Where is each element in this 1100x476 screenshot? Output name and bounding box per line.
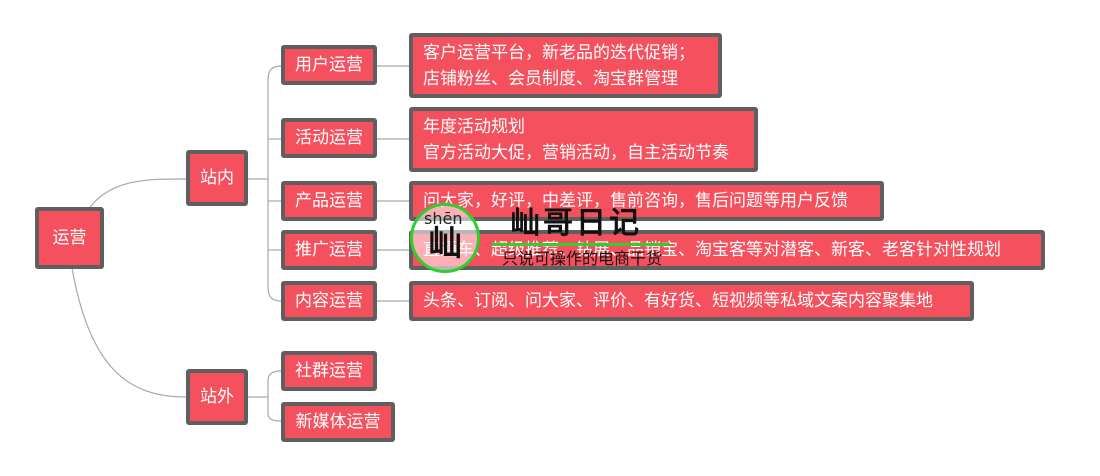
group-node-outer[interactable]: 站外 [186,369,248,425]
watermark-glyph: 屾 [428,224,462,264]
link-root-inner [87,178,187,211]
category-node-promo-ops[interactable]: 推广运营 [281,230,377,270]
detail-node-activity-ops[interactable]: 年度活动规划 官方活动大促，营销活动，自主活动节奏 [409,107,758,172]
root-node[interactable]: 运营 [35,207,104,269]
link-root-outer [71,267,187,398]
detail-line: 年度活动规划 [423,116,525,137]
group-node-label: 站内 [200,168,234,188]
category-node-user-ops[interactable]: 用户运营 [281,45,377,85]
detail-node-product-ops[interactable]: 问大家，好评，中差评，售前咨询，售后问题等用户反馈 [409,181,884,221]
category-label: 新媒体运营 [295,412,381,432]
group-node-inner[interactable]: 站内 [186,150,248,206]
detail-line: 问大家，好评，中差评，售前咨询，售后问题等用户反馈 [423,191,848,211]
watermark-title: 屾哥日记 [510,206,642,241]
watermark-pinyin: shēn [424,209,463,228]
watermark-underline [492,243,670,246]
link-inner-branches [267,65,282,302]
category-label: 产品运营 [295,191,363,211]
category-node-product-ops[interactable]: 产品运营 [281,181,377,221]
detail-line: 官方活动大促，营销活动，自主活动节奏 [423,142,729,163]
detail-line: 客户运营平台，新老品的迭代促销； [423,42,695,63]
category-node-activity-ops[interactable]: 活动运营 [281,118,377,158]
category-node-content-ops[interactable]: 内容运营 [281,281,377,321]
root-node-label: 运营 [52,228,87,248]
detail-line: 头条、订阅、问大家、评价、有好货、短视频等私域文案内容聚集地 [423,291,933,311]
category-node-community-ops[interactable]: 社群运营 [281,351,377,391]
watermark-logo-ring [410,203,480,273]
category-label: 用户运营 [295,55,363,75]
detail-node-content-ops[interactable]: 头条、订阅、问大家、评价、有好货、短视频等私域文案内容聚集地 [409,281,974,321]
link-outer-branches [267,370,282,422]
group-node-label: 站外 [200,387,234,407]
detail-node-user-ops[interactable]: 客户运营平台，新老品的迭代促销； 店铺粉丝、会员制度、淘宝群管理 [409,33,722,98]
watermark-subtitle: 只说可操作的电商干货 [502,249,663,268]
detail-line: 店铺粉丝、会员制度、淘宝群管理 [423,68,678,89]
category-label: 社群运营 [295,361,363,381]
category-node-new-media-ops[interactable]: 新媒体运营 [281,402,395,442]
category-label: 内容运营 [295,291,363,311]
category-label: 推广运营 [295,240,363,260]
category-label: 活动运营 [295,128,363,148]
